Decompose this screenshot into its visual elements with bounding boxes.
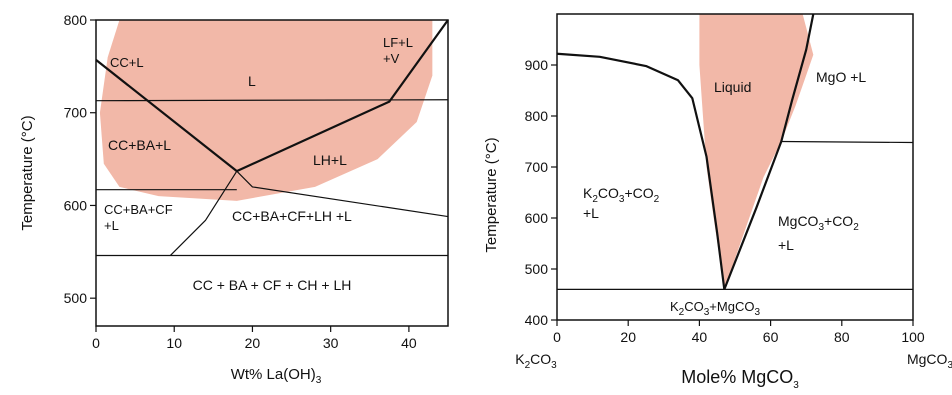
region-label-solid: CC + BA + CF + CH + LH — [193, 277, 352, 293]
region-label-l: L — [248, 73, 256, 89]
phase-boundaries — [95, 19, 449, 257]
y-tick-label: 800 — [525, 108, 549, 124]
y-tick-label: 600 — [525, 210, 549, 226]
boundary-liquidus-lh — [236, 19, 449, 173]
x-tick-label: 100 — [901, 329, 925, 345]
y-tick-label: 800 — [64, 12, 88, 28]
liquid-region-shading — [699, 14, 814, 290]
region-label-lf-v: +V — [383, 51, 400, 66]
boundary-isotherm-713 — [95, 99, 449, 102]
region-label-lf-l: LF+L — [383, 35, 413, 50]
x-axis-ticks: 0 10 20 30 40 — [92, 326, 417, 351]
boundary-isotherm-750 — [781, 140, 914, 144]
boundary-liquidus-k2co3 — [556, 52, 726, 290]
y-tick-label: 700 — [525, 159, 549, 175]
y-tick-label: 500 — [525, 261, 549, 277]
y-axis-ticks: 500 600 700 800 — [64, 12, 96, 306]
region-label-cc-ba-cf-lh-l: CC+BA+CF+LH +L — [232, 208, 352, 224]
region-label-k2co3-co2-l-line2: +L — [583, 205, 599, 221]
y-axis-label: Temperature (°C) — [19, 115, 36, 230]
x-axis-label: Mole% MgCO3 — [681, 367, 799, 390]
y-tick-label: 600 — [64, 197, 88, 213]
region-label-mgco3-co2-l: MgCO3+CO2 — [778, 213, 859, 233]
region-label-mgo-l: MgO +L — [816, 69, 866, 85]
liquid-region-shading — [99, 20, 433, 201]
boundary-boundary-cf — [169, 170, 238, 256]
region-label-cc-ba-l: CC+BA+L — [108, 137, 171, 153]
region-label-liquid: Liquid — [714, 79, 751, 95]
region-label-cc-ba-cf-l-line2: +L — [104, 218, 119, 233]
left-phase-diagram: 0 10 20 30 40 500 600 700 800 Wt% La(OH)3 Tempe… — [19, 12, 449, 386]
y-tick-label: 700 — [64, 105, 88, 121]
y-tick-label: 400 — [525, 312, 549, 328]
region-label-lh-l: LH+L — [313, 152, 347, 168]
x-tick-label: 40 — [401, 335, 417, 351]
x-axis-label: Wt% La(OH)3 — [231, 366, 322, 386]
x-axis-ticks: 0 20 40 60 80 100 — [553, 320, 925, 345]
region-label-k2co3-mgco3: K2CO3+MgCO3 — [670, 299, 760, 318]
boundary-boundary-lh-cf — [236, 170, 449, 218]
phase-boundaries — [556, 13, 914, 290]
boundary-liquidus-mgco3 — [723, 13, 815, 290]
x-end-label-k2co3: K2CO3 — [515, 351, 557, 371]
x-tick-label: 0 — [92, 335, 100, 351]
x-tick-label: 60 — [763, 329, 779, 345]
y-axis-label: Temperature (°C) — [483, 137, 500, 252]
y-tick-label: 900 — [525, 57, 549, 73]
region-label-cc-l: CC+L — [110, 55, 144, 70]
x-tick-label: 10 — [166, 335, 182, 351]
x-tick-label: 80 — [834, 329, 850, 345]
x-tick-label: 40 — [692, 329, 708, 345]
boundary-liquidus-cc — [95, 59, 238, 173]
x-tick-label: 20 — [620, 329, 636, 345]
y-tick-label: 500 — [64, 290, 88, 306]
region-label-cc-ba-cf-l: CC+BA+CF — [104, 202, 173, 217]
region-label-k2co3-co2-l: K2CO3+CO2 — [583, 185, 660, 205]
x-tick-label: 0 — [553, 329, 561, 345]
x-tick-label: 30 — [323, 335, 339, 351]
plot-frame — [95, 19, 449, 327]
x-end-label-mgco3: MgCO3 — [907, 351, 952, 371]
region-label-mgco3-co2-l-line2: +L — [778, 237, 794, 253]
y-axis-ticks: 400 500 600 700 800 900 — [525, 57, 557, 328]
right-phase-diagram: 0 20 40 60 80 100 400 500 600 700 800 900 K2CO3 Mg… — [483, 13, 952, 391]
x-tick-label: 20 — [245, 335, 261, 351]
